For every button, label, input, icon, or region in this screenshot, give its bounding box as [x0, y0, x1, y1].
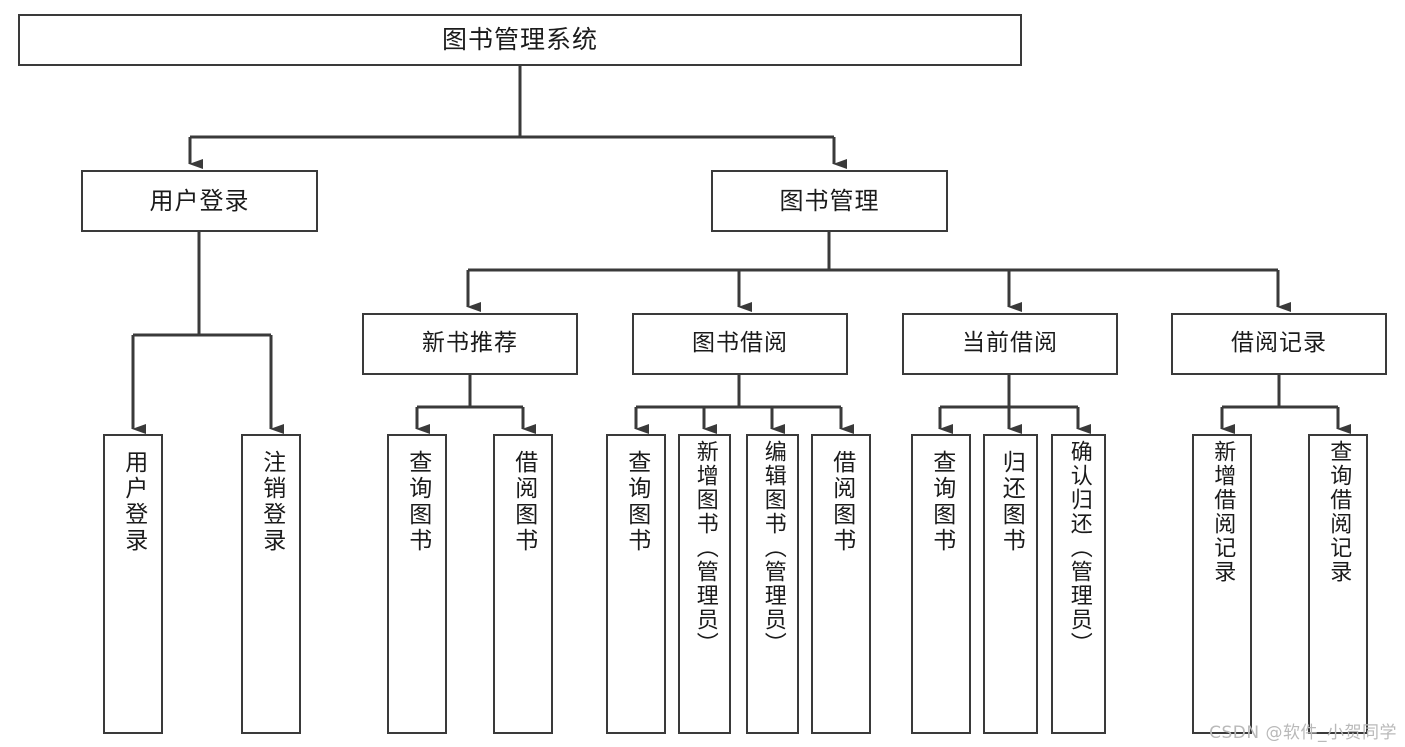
leaf-borrow-book-2[interactable]: 借阅图书 — [811, 434, 871, 734]
leaf-return-book[interactable]: 归还图书 — [983, 434, 1038, 734]
leaf-add-record-label: 新增借阅记录 — [1210, 440, 1236, 584]
leaf-login[interactable]: 用户登录 — [103, 434, 163, 734]
node-new-book-rec[interactable]: 新书推荐 — [362, 313, 578, 375]
leaf-query-record[interactable]: 查询借阅记录 — [1308, 434, 1368, 734]
node-book-borrow[interactable]: 图书借阅 — [632, 313, 848, 375]
leaf-query-book-3[interactable]: 查询图书 — [911, 434, 971, 734]
leaf-query-book-1[interactable]: 查询图书 — [387, 434, 447, 734]
node-current-borrow[interactable]: 当前借阅 — [902, 313, 1118, 375]
leaf-logout[interactable]: 注销登录 — [241, 434, 301, 734]
leaf-logout-label: 注销登录 — [258, 450, 285, 554]
leaf-borrow-book-2-label: 借阅图书 — [828, 450, 855, 554]
leaf-borrow-book-1-label: 借阅图书 — [510, 450, 537, 554]
leaf-edit-book[interactable]: 编辑图书（管理员） — [746, 434, 799, 734]
node-root[interactable]: 图书管理系统 — [18, 14, 1022, 66]
node-borrow-record-label: 借阅记录 — [1231, 330, 1327, 357]
leaf-query-record-label: 查询借阅记录 — [1326, 440, 1352, 584]
node-user-login[interactable]: 用户登录 — [81, 170, 318, 232]
watermark-text: CSDN @软件_小贺同学 — [1209, 723, 1397, 743]
leaf-login-label: 用户登录 — [120, 450, 147, 554]
node-book-manage-label: 图书管理 — [779, 186, 880, 215]
node-book-borrow-label: 图书借阅 — [692, 330, 788, 357]
leaf-confirm-return[interactable]: 确认归还（管理员） — [1051, 434, 1106, 734]
node-user-login-label: 用户登录 — [149, 186, 250, 215]
node-book-manage[interactable]: 图书管理 — [711, 170, 948, 232]
leaf-query-book-2[interactable]: 查询图书 — [606, 434, 666, 734]
leaf-add-book[interactable]: 新增图书（管理员） — [678, 434, 731, 734]
leaf-borrow-book-1[interactable]: 借阅图书 — [493, 434, 553, 734]
leaf-query-book-1-label: 查询图书 — [404, 450, 431, 554]
node-root-label: 图书管理系统 — [441, 25, 598, 54]
leaf-add-book-label: 新增图书（管理员） — [692, 440, 718, 656]
node-borrow-record[interactable]: 借阅记录 — [1171, 313, 1387, 375]
leaf-add-record[interactable]: 新增借阅记录 — [1192, 434, 1252, 734]
node-new-book-rec-label: 新书推荐 — [422, 330, 518, 357]
leaf-query-book-3-label: 查询图书 — [928, 450, 955, 554]
leaf-query-book-2-label: 查询图书 — [623, 450, 650, 554]
leaf-return-book-label: 归还图书 — [998, 450, 1025, 554]
leaf-edit-book-label: 编辑图书（管理员） — [760, 440, 786, 656]
leaf-confirm-return-label: 确认归还（管理员） — [1066, 440, 1092, 656]
node-current-borrow-label: 当前借阅 — [962, 330, 1058, 357]
